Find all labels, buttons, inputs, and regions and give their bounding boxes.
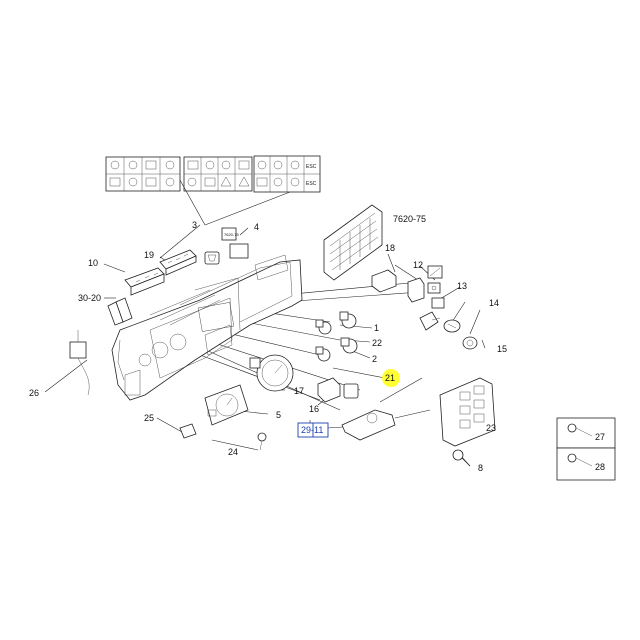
callout-15: 15	[497, 344, 507, 354]
callout-labels: 3 4 19 10 30-20 7620-75 18 12 13 14 15 1…	[29, 214, 605, 473]
symbol-sheet-right[interactable]: ESC ESC	[253, 155, 321, 193]
callout-28: 28	[595, 462, 605, 472]
part-17-clock-gauge[interactable]	[249, 354, 294, 392]
callout-8: 8	[478, 463, 483, 473]
part-8-key[interactable]	[452, 449, 471, 467]
part-2-round-switch[interactable]	[315, 346, 331, 362]
part-26-sender-unit[interactable]	[69, 330, 90, 396]
callout-14: 14	[489, 298, 499, 308]
callout-5: 5	[276, 410, 281, 420]
callout-4: 4	[254, 222, 259, 232]
part-12-switch[interactable]	[407, 277, 425, 303]
part-18-connector[interactable]	[371, 269, 397, 293]
part-16-switch[interactable]	[317, 377, 359, 403]
callout-16: 16	[309, 404, 319, 414]
callout-19: 19	[144, 250, 154, 260]
part-4-label: 7620-75	[224, 232, 239, 237]
callout-27: 27	[595, 432, 605, 442]
callout-22: 22	[372, 338, 382, 348]
callout-13: 13	[457, 281, 467, 291]
part-29-11-stalk-switch[interactable]	[341, 377, 431, 441]
part-14-key-switch[interactable]	[443, 319, 461, 333]
part-15-cap[interactable]	[462, 336, 478, 350]
dashboard[interactable]	[111, 254, 303, 401]
callout-12: 12	[413, 260, 423, 270]
callout-24: 24	[228, 447, 238, 457]
part-4-switch[interactable]: 7620-75	[221, 227, 249, 259]
icon-label-esc: ESC	[306, 164, 317, 170]
callout-29-11-link[interactable]: 29-11	[297, 422, 329, 438]
part-27-box[interactable]	[556, 417, 616, 449]
part-12-small-items[interactable]	[427, 265, 445, 309]
symbol-sheet-middle[interactable]	[183, 156, 253, 192]
callout-17: 17	[294, 386, 304, 396]
part-10-switch-panel[interactable]	[124, 267, 165, 296]
callout-2: 2	[372, 354, 377, 364]
callout-3: 3	[192, 220, 197, 230]
part-23-control-board[interactable]	[439, 377, 496, 447]
part-3-lamp[interactable]	[204, 251, 220, 265]
fuse-box[interactable]	[323, 204, 383, 281]
part-25-clip[interactable]	[179, 423, 197, 439]
callout-18: 18	[385, 243, 395, 253]
part-13-switch[interactable]	[419, 311, 441, 331]
part-30-20-switch-panel[interactable]	[107, 297, 133, 326]
part-upper-round-switch[interactable]	[315, 319, 332, 335]
callout-30-20: 30-20	[78, 293, 101, 303]
callout-ref-code: 7620-75	[393, 214, 426, 224]
part-24-screw[interactable]	[257, 432, 267, 451]
part-5-tachograph[interactable]	[204, 384, 249, 426]
callout-21: 21	[385, 373, 395, 383]
part-19-switch-panel[interactable]	[159, 249, 197, 276]
icon-label-esc-2: ESC	[306, 181, 317, 187]
callout-21-highlight[interactable]: 21	[382, 369, 400, 387]
callout-29-11: 29-11	[301, 425, 323, 435]
callout-1: 1	[374, 323, 379, 333]
callout-25: 25	[144, 413, 154, 423]
callout-10: 10	[88, 258, 98, 268]
callout-23: 23	[486, 423, 496, 433]
symbol-sheet-left[interactable]	[105, 156, 181, 192]
part-1-round-switch[interactable]	[339, 311, 357, 329]
part-28-box[interactable]	[556, 447, 616, 481]
callout-26: 26	[29, 388, 39, 398]
part-22-round-switch[interactable]	[340, 337, 358, 354]
